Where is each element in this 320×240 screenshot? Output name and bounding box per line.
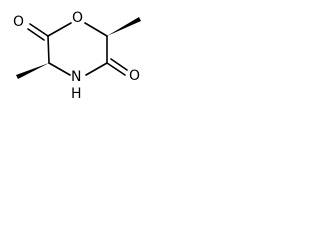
- bond-c-o-ring: [47, 22, 72, 37]
- double-bond-right-outer: [106, 62, 126, 76]
- atom-oxygen-left: O: [13, 14, 24, 30]
- bond-n-c: [48, 62, 71, 76]
- atom-hydrogen: H: [71, 86, 82, 102]
- double-bond-left-outer: [29, 23, 49, 37]
- atom-oxygen-ring: O: [72, 10, 83, 26]
- double-bond-left-inner: [27, 28, 45, 41]
- double-bond-right-inner: [110, 58, 128, 71]
- molecule-diagram: O O N H O: [13, 10, 141, 102]
- bond-c-c-left: [47, 35, 50, 64]
- wedge-bond-left-methyl: [16, 63, 49, 79]
- atom-nitrogen: N: [71, 69, 81, 85]
- atom-oxygen-right: O: [129, 68, 140, 84]
- bond-o-ring-c: [84, 22, 108, 37]
- bond-c-n: [85, 62, 108, 76]
- wedge-bond-top-methyl: [107, 17, 141, 36]
